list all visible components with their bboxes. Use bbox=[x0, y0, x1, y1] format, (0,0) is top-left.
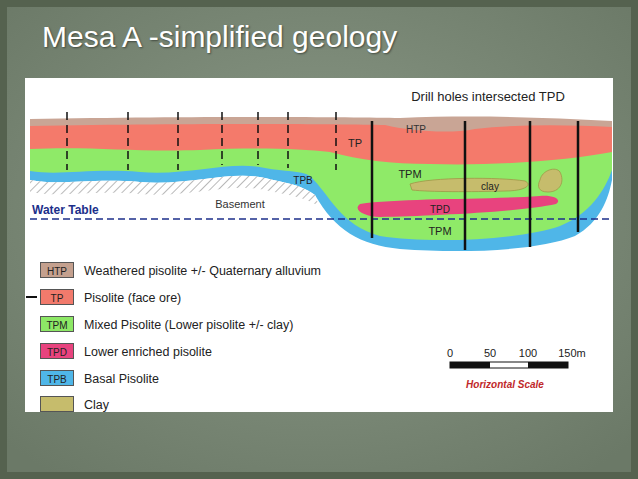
tpb-layer bbox=[30, 166, 612, 262]
layer-code: TPD bbox=[430, 204, 450, 215]
label-box: Water Table bbox=[32, 200, 99, 218]
label-box: clay bbox=[481, 176, 499, 194]
legend-text-box: Lower enriched pisolite bbox=[84, 342, 212, 360]
label-box: HTP bbox=[406, 119, 426, 137]
legend-text: Pisolite (face ore) bbox=[84, 291, 181, 305]
legend-code: TP bbox=[51, 293, 64, 304]
figure-note: Drill holes intersected TPD bbox=[411, 89, 565, 104]
slide-ground bbox=[7, 7, 631, 472]
label-box: TPB bbox=[47, 369, 66, 387]
clay-lens bbox=[539, 169, 562, 192]
scale-number: 50 bbox=[484, 347, 496, 359]
drill-holes-dashed bbox=[67, 112, 336, 170]
clay-lens bbox=[410, 178, 528, 191]
label-box: TP bbox=[51, 288, 64, 306]
label-box: TPD bbox=[47, 342, 67, 360]
label-box: TP bbox=[348, 133, 362, 151]
tpm-layer bbox=[30, 148, 612, 262]
legend-code: TPD bbox=[47, 347, 67, 358]
label-box: TPM bbox=[398, 164, 421, 182]
rock-label: Basement bbox=[215, 198, 265, 210]
legend-text: Clay bbox=[84, 398, 109, 412]
label-box: 100 bbox=[519, 343, 537, 361]
legend-code: TPM bbox=[46, 320, 67, 331]
legend-text: Basal Pisolite bbox=[84, 372, 159, 386]
legend-text-box: Weathered pisolite +/- Quaternary alluvi… bbox=[84, 261, 321, 279]
figure-panel bbox=[25, 78, 613, 412]
legend-code: HTP bbox=[47, 266, 67, 277]
drill-hole-symbol bbox=[26, 296, 37, 298]
title-box: Mesa A -simplified geology bbox=[42, 20, 397, 55]
label-box: TPD bbox=[430, 199, 450, 217]
legend-text-box: Pisolite (face ore) bbox=[84, 288, 181, 306]
basement-hatch bbox=[30, 176, 319, 206]
scale-bar bbox=[450, 362, 568, 368]
basement-ground bbox=[30, 176, 612, 262]
label-box: 0 bbox=[447, 343, 453, 361]
htp-layer bbox=[30, 117, 612, 262]
layer-code: clay bbox=[481, 181, 499, 192]
layer-code: TPB bbox=[293, 175, 312, 186]
layer-code: TP bbox=[348, 137, 362, 149]
legend-text: Lower enriched pisolite bbox=[84, 345, 212, 359]
scale-number: 0 bbox=[447, 347, 453, 359]
water-table-line bbox=[30, 218, 612, 220]
scale-number: 100 bbox=[519, 347, 537, 359]
layer-code: TPM bbox=[398, 168, 421, 180]
label-box: HTP bbox=[47, 261, 67, 279]
layer-code: TPM bbox=[428, 225, 451, 237]
tp-layer bbox=[30, 124, 612, 262]
legend-text-box: Basal Pisolite bbox=[84, 369, 159, 387]
legend-swatch bbox=[40, 396, 74, 412]
label-box: Basement bbox=[215, 194, 265, 212]
scale-caption: Horizontal Scale bbox=[466, 379, 544, 390]
label-box: Horizontal Scale bbox=[466, 374, 544, 392]
legend-text-box: Mixed Pisolite (Lower pisolite +/- clay) bbox=[84, 315, 293, 333]
legend-text-box: Clay bbox=[84, 395, 109, 413]
label-box: TPM bbox=[46, 315, 67, 333]
layer-code: HTP bbox=[406, 124, 426, 135]
legend-code: TPB bbox=[47, 374, 66, 385]
drill-holes-solid bbox=[372, 121, 578, 250]
label-box: 150m bbox=[558, 343, 586, 361]
legend-text: Weathered pisolite +/- Quaternary alluvi… bbox=[84, 264, 321, 278]
label-box: TPM bbox=[428, 221, 451, 239]
tpd-lens bbox=[358, 196, 559, 217]
water-table-label: Water Table bbox=[32, 203, 99, 217]
scale-number: 150m bbox=[558, 347, 586, 359]
label-box: 50 bbox=[484, 343, 496, 361]
label-box: Drill holes intersected TPD bbox=[411, 87, 565, 105]
slide-title: Mesa A -simplified geology bbox=[42, 20, 397, 53]
legend-text: Mixed Pisolite (Lower pisolite +/- clay) bbox=[84, 318, 293, 332]
label-box: TPB bbox=[293, 170, 312, 188]
